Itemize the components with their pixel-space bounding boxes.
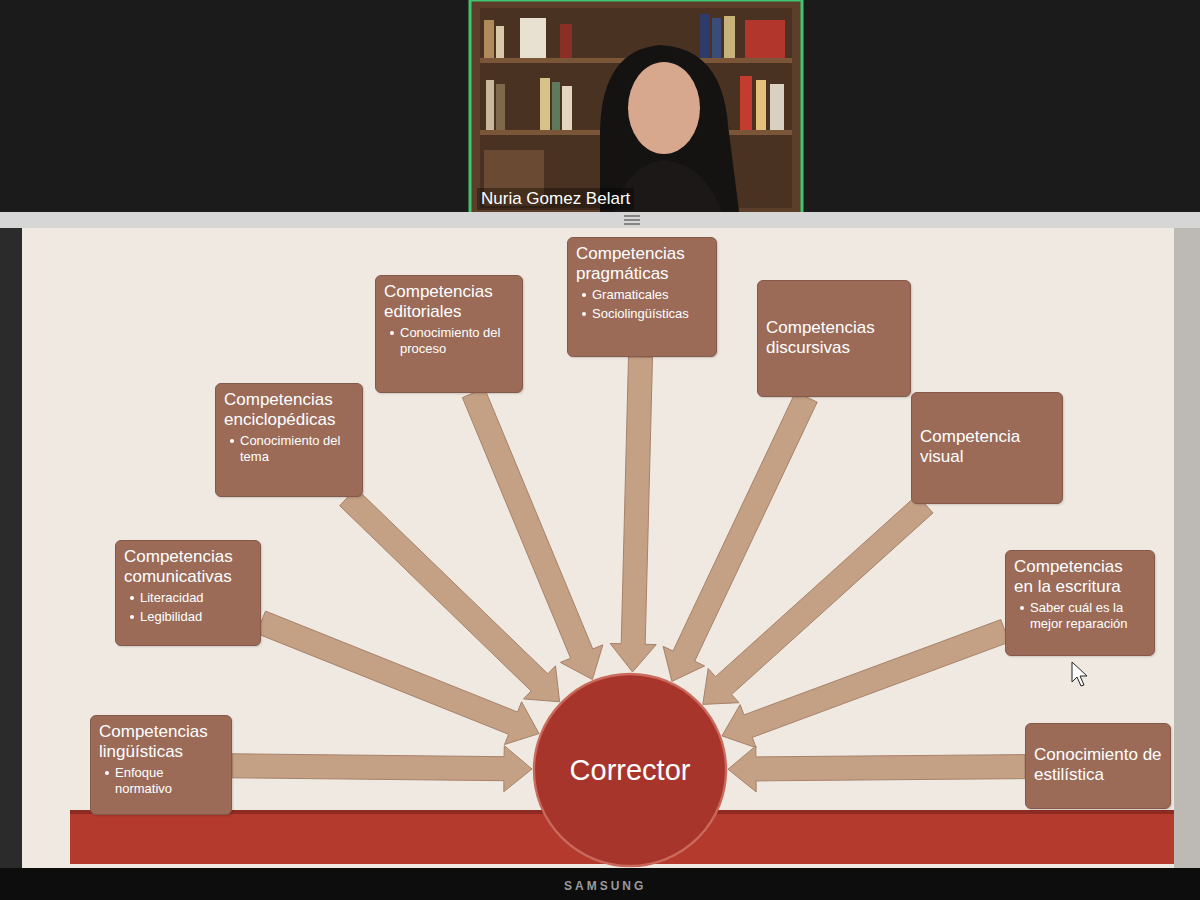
center-label: Corrector (570, 753, 691, 787)
competency-box: Competencias editorialesConocimiento del… (375, 275, 523, 393)
bullet-item: Conocimiento del tema (240, 433, 354, 465)
block-arrow (722, 620, 1009, 748)
box-title: Competencias pragmáticas (576, 244, 708, 284)
bullet-row: Enfoque normativo (99, 765, 223, 797)
bullet-item: Saber cuál es la mejor reparación (1030, 600, 1146, 632)
book (740, 76, 752, 130)
competency-box: Competencias pragmáticasGramaticalesSoci… (567, 237, 717, 357)
box-title: Competencias enciclopédicas (224, 390, 354, 430)
monitor-brand: SAMSUNG (560, 878, 650, 895)
view-strip (0, 212, 1200, 228)
competency-box: Competencias comunicativasLiteracidadLeg… (115, 540, 261, 646)
competency-box: Competencias lingüísticasEnfoque normati… (90, 715, 232, 815)
screen-margin (0, 228, 22, 868)
active-speaker-border (470, 0, 802, 219)
book (562, 86, 572, 130)
competency-box: Competencias en la escrituraSaber cuál e… (1005, 550, 1155, 656)
box-title: Conocimiento de estilística (1034, 745, 1162, 785)
book (560, 24, 572, 58)
block-arrow (462, 388, 603, 679)
box-title: Competencias editoriales (384, 282, 514, 322)
bullet-dot (105, 771, 109, 775)
bullet-row: Sociolingüísticas (576, 306, 708, 322)
competency-box: Conocimiento de estilística (1025, 723, 1171, 809)
bullet-item: Legibilidad (140, 609, 202, 625)
mouse-cursor (1072, 662, 1087, 686)
block-arrow (232, 746, 532, 792)
competency-box: Competencias enciclopédicasConocimiento … (215, 383, 363, 497)
bullet-row: Conocimiento del tema (224, 433, 354, 465)
box-title: Competencias comunicativas (124, 547, 252, 587)
bullet-dot (130, 615, 134, 619)
bullet-row: Conocimiento del proceso (384, 325, 514, 357)
competency-box: Competencias discursivas (757, 280, 911, 397)
bullet-dot (130, 596, 134, 600)
book (770, 84, 784, 130)
book (484, 20, 494, 58)
bullet-dot (390, 331, 394, 335)
box-title: Competencia visual (920, 427, 1054, 467)
bullet-row: Legibilidad (124, 609, 252, 625)
book (486, 80, 494, 130)
person-face (628, 62, 700, 154)
book (540, 78, 550, 130)
video-tile (470, 0, 802, 219)
frame (520, 18, 546, 58)
center-circle: Corrector (532, 672, 728, 868)
book (745, 20, 785, 58)
bullet-item: Enfoque normativo (115, 765, 223, 797)
book (756, 80, 766, 130)
book (724, 16, 735, 58)
bullet-row: Gramaticales (576, 287, 708, 303)
box-title: Competencias lingüísticas (99, 722, 223, 762)
book (700, 14, 710, 58)
screen-margin (1174, 228, 1200, 868)
book (552, 82, 560, 130)
competency-box: Competencia visual (911, 392, 1063, 504)
block-arrow (610, 357, 656, 672)
book (496, 26, 504, 58)
box-title: Competencias en la escritura (1014, 557, 1146, 597)
participant-name: Nuria Gomez Belart (477, 188, 634, 210)
book (496, 84, 505, 130)
bullet-item: Conocimiento del proceso (400, 325, 514, 357)
drag-handle (624, 216, 640, 224)
slide-background (22, 228, 1174, 868)
bullet-dot (230, 439, 234, 443)
bullet-dot (582, 293, 586, 297)
bullet-row: Saber cuál es la mejor reparación (1014, 600, 1146, 632)
bullet-item: Gramaticales (592, 287, 669, 303)
circle-shape (534, 674, 726, 866)
bullet-item: Sociolingüísticas (592, 306, 689, 322)
book (712, 18, 721, 58)
box-title: Competencias discursivas (766, 318, 902, 358)
bullet-dot (1020, 606, 1024, 610)
bullet-dot (582, 312, 586, 316)
bullet-item: Literacidad (140, 590, 204, 606)
video-background (470, 0, 802, 219)
bullet-row: Literacidad (124, 590, 252, 606)
block-arrow (728, 746, 1025, 792)
